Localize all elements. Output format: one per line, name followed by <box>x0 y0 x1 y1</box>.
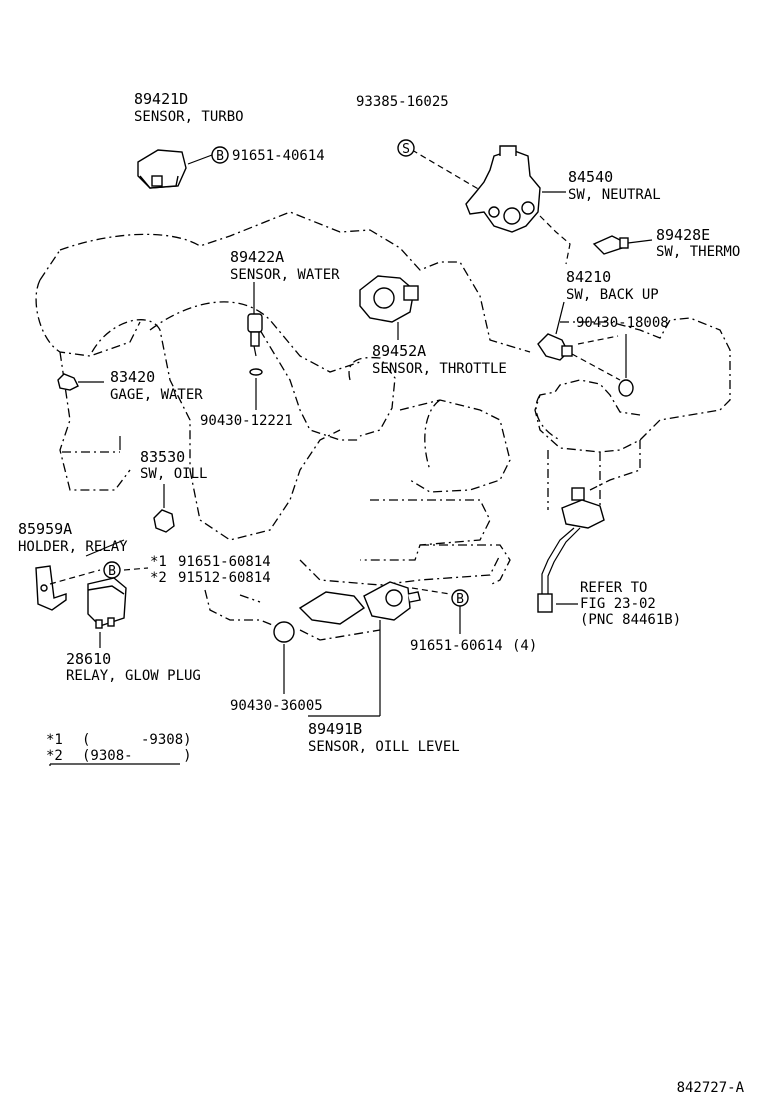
callout-sensor-water: 89422A SENSOR, WATER <box>230 248 340 283</box>
bolt-oil-level-symbol-text: B <box>456 592 464 607</box>
bolt-turbo-pn: 91651-40614 <box>232 148 325 164</box>
sensor-water-name: SENSOR, WATER <box>230 267 340 283</box>
sensor-turbo-shape <box>137 149 213 189</box>
gage-water-pn: 83420 <box>110 368 155 386</box>
sw-thermo-shape <box>592 235 653 255</box>
sw-thermo-name: SW, THERMO <box>656 244 740 260</box>
callout-relay-glow: 28610 RELAY, GLOW PLUG <box>66 650 201 684</box>
sensor-turbo-pn: 89421D <box>134 90 188 108</box>
callout-bolt-relay: *1 91651-60814 *2 91512-60814 <box>150 554 271 586</box>
sensor-water-shape <box>247 313 263 376</box>
callout-sensor-throttle: 89452A SENSOR, THROTTLE <box>372 342 507 377</box>
sensor-throttle-pn: 89452A <box>372 342 426 360</box>
callout-gage-water: 83420 GAGE, WATER <box>110 368 203 403</box>
sensor-oil-level-shape <box>273 581 421 643</box>
refer-sensor-shape <box>537 487 605 613</box>
sw-oil-pn: 83530 <box>140 448 185 466</box>
legend-2-mark: *2 <box>46 748 63 764</box>
legend-2-range: (9308- ) <box>82 748 192 764</box>
legend-1-range: ( -9308) <box>82 732 192 748</box>
relay-glow-name: RELAY, GLOW PLUG <box>66 668 201 684</box>
refer-line1: REFER TO <box>580 580 647 596</box>
refer-line2: FIG 23-02 <box>580 596 656 612</box>
sensor-turbo-name: SENSOR, TURBO <box>134 109 244 125</box>
relay-glow-pn: 28610 <box>66 650 111 668</box>
sw-oil-name: SW, OILL <box>140 466 207 482</box>
bolt-relay-1-pn: 91651-60814 <box>178 554 271 570</box>
bolt-relay-2-mark: *2 <box>150 570 167 586</box>
callout-sensor-turbo: 89421D SENSOR, TURBO <box>134 90 244 125</box>
bolt-relay-symbol: B <box>103 561 121 579</box>
sensor-throttle-name: SENSOR, THROTTLE <box>372 361 507 377</box>
relay-glow-shape <box>87 577 127 629</box>
bolt-oil-level-qty: (4) <box>512 638 537 654</box>
gasket-oil-level-pn: 90430-36005 <box>230 698 323 714</box>
sw-oil-shape <box>153 509 175 533</box>
bolt-turbo-symbol-text: B <box>216 149 224 164</box>
sw-neutral-name: SW, NEUTRAL <box>568 187 661 203</box>
gasket-water-pn: 90430-12221 <box>200 413 293 429</box>
sw-backup-pn: 84210 <box>566 268 611 286</box>
bolt-turbo-symbol: B <box>211 146 229 164</box>
legend: *1 ( -9308) *2 (9308- ) <box>46 732 192 764</box>
gage-water-name: GAGE, WATER <box>110 387 203 403</box>
sw-neutral-shape <box>465 145 541 233</box>
holder-relay-pn: 85959A <box>18 520 72 538</box>
callout-bolt-oil-level: 91651-60614 (4) <box>410 638 537 654</box>
bolt-oil-level-symbol: B <box>451 589 469 607</box>
bolt-oil-level-pn: 91651-60614 <box>410 638 503 654</box>
sensor-water-pn: 89422A <box>230 248 284 266</box>
callout-sw-thermo: 89428E SW, THERMO <box>656 226 740 260</box>
bolt-relay-symbol-text: B <box>108 564 116 579</box>
bolt-relay-2-pn: 91512-60814 <box>178 570 271 586</box>
figure-id: 842727-A <box>677 1080 745 1096</box>
sw-neutral-pn: 84540 <box>568 168 613 186</box>
legend-1-mark: *1 <box>46 732 63 748</box>
engine-outline <box>35 211 731 641</box>
callout-sensor-oil-level: 89491B SENSOR, OILL LEVEL <box>308 720 460 755</box>
callout-holder-relay: 85959A HOLDER, RELAY <box>18 520 128 555</box>
refer-line3: (PNC 84461B) <box>580 612 681 628</box>
sensor-throttle-shape <box>359 275 419 323</box>
sensor-oil-level-name: SENSOR, OILL LEVEL <box>308 739 460 755</box>
holder-relay-shape <box>35 565 67 611</box>
sensor-oil-level-pn: 89491B <box>308 720 362 738</box>
holder-relay-name: HOLDER, RELAY <box>18 539 128 555</box>
sw-thermo-pn: 89428E <box>656 226 710 244</box>
callout-sw-backup: 84210 SW, BACK UP <box>566 268 659 303</box>
gage-water-shape <box>57 373 104 391</box>
screw-neutral-pn: 93385-16025 <box>356 94 449 110</box>
bolt-relay-1-mark: *1 <box>150 554 167 570</box>
screw-neutral-symbol: S <box>397 139 415 157</box>
callout-sw-oil: 83530 SW, OILL <box>140 448 207 482</box>
leader-lines <box>49 149 627 766</box>
sw-backup-name: SW, BACK UP <box>566 287 659 303</box>
callout-refer: REFER TO FIG 23-02 (PNC 84461B) <box>580 580 681 628</box>
sw-backup-shape <box>537 333 634 397</box>
screw-neutral-symbol-text: S <box>402 142 410 157</box>
callout-sw-neutral: 84540 SW, NEUTRAL <box>568 168 661 203</box>
gasket-backup-pn: 90430-18008 <box>576 315 669 331</box>
